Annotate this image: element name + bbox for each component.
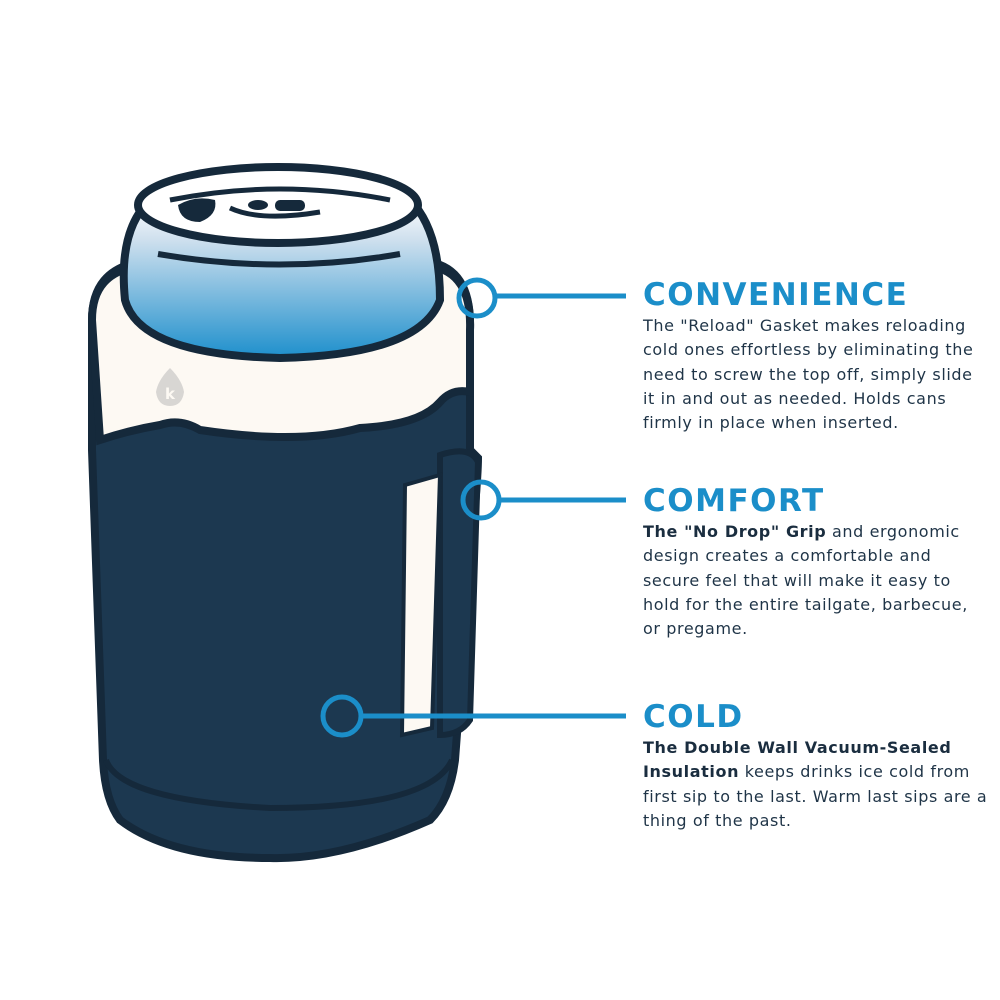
feature-title: COMFORT (643, 483, 825, 519)
can (119, 163, 445, 363)
feature-convenience: CONVENIENCE The "Reload" Gasket makes re… (643, 278, 988, 435)
feature-highlight: The Double Wall Vacuum-Sealed Insulation (643, 738, 952, 782)
svg-text:k: k (165, 385, 176, 403)
callout-cold (320, 694, 626, 738)
callout-comfort (460, 479, 626, 521)
callout-convenience (456, 277, 626, 319)
feature-highlight: The "No Drop" Grip (643, 522, 827, 541)
feature-description: The Double Wall Vacuum-Sealed Insulation… (643, 738, 988, 830)
feature-comfort: COMFORT The "No Drop" Grip and ergonomic… (643, 484, 988, 641)
feature-title: COLD (643, 699, 744, 735)
feature-description: The "Reload" Gasket makes reloading cold… (643, 316, 974, 433)
droplet-logo-icon: k (156, 368, 184, 406)
feature-description: The "No Drop" Grip and ergonomic design … (643, 522, 968, 639)
feature-cold: COLD The Double Wall Vacuum-Sealed Insul… (643, 700, 988, 833)
feature-title: CONVENIENCE (643, 277, 909, 313)
